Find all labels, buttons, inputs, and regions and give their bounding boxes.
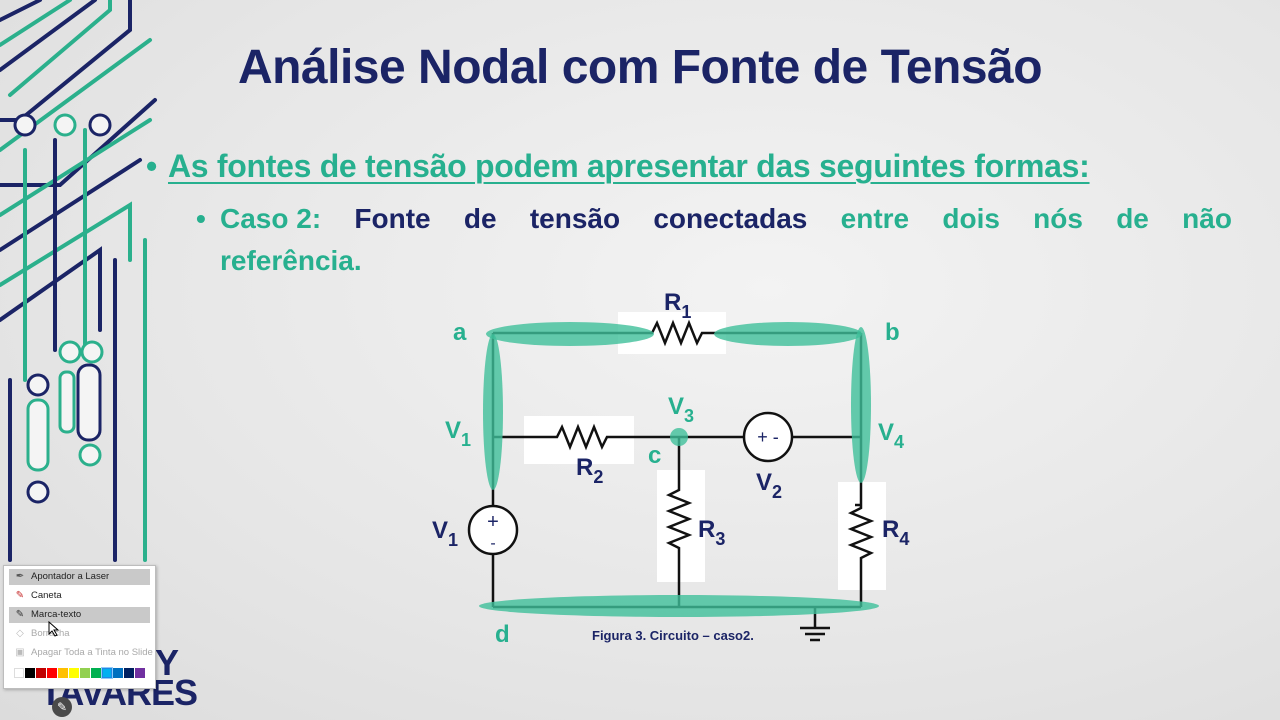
node-a-label: a [453,319,467,346]
word: entre [840,203,910,234]
r3-background [657,470,705,582]
color-swatches [14,667,145,679]
r3-label: R3 [698,516,725,549]
color-swatch[interactable] [36,668,46,678]
laser-pointer-icon: ✒ [15,571,25,582]
bullet-level2-line2: referência. [220,245,362,276]
color-swatch[interactable] [91,668,101,678]
word: de [463,203,497,234]
menu-item-eraser[interactable]: ◇ Borracha [9,626,150,642]
bullet-level2: • Caso 2: Fonte de tensão conectadas ent… [196,198,1236,282]
highlight-left [483,334,503,490]
color-swatch[interactable] [80,668,90,678]
word: conectadas [653,203,808,234]
color-swatch[interactable] [135,668,145,678]
color-swatch[interactable] [47,668,57,678]
v1-node-label: V1 [445,417,471,450]
pen-icon: ✎ [15,590,25,601]
ground-symbol [800,607,830,642]
color-swatch[interactable] [14,668,24,678]
v1-source-label: V1 [432,517,458,550]
v4-node-label: V4 [878,419,904,452]
node-c-label: c [648,442,661,469]
ink-tools-menu: ✒ Apontador a Laser ✎ Caneta ✎ Marca-tex… [3,565,156,689]
pen-tool-button-icon[interactable]: ✎ [52,697,72,717]
menu-item-pen[interactable]: ✎ Caneta [9,588,150,604]
mouse-cursor-icon [48,621,60,637]
bullet-level1-text: As fontes de tensão podem apresentar das… [168,148,1090,184]
word: dois [942,203,1000,234]
r4-label: R4 [882,516,909,549]
eraser-icon: ◇ [16,628,24,639]
r1-resistor [493,319,861,347]
r3-resistor [665,437,693,607]
figure-caption: Figura 3. Circuito – caso2. [592,628,754,643]
bullet-level1: • As fontes de tensão podem apresentar da… [146,148,1090,185]
highlighter-icon: ✎ [15,609,25,620]
menu-item-highlighter[interactable]: ✎ Marca-texto [9,607,150,623]
bullet-dot: • [146,148,157,184]
v2-source-label: V2 [756,469,782,502]
circuit-trace-decoration [0,0,157,562]
caso-label: Caso 2: [220,203,322,234]
highlight-bottom [479,595,879,617]
r1-label: R1 [664,289,691,322]
erase-all-icon: ▣ [15,647,25,658]
node-d-label: d [495,621,510,648]
menu-item-label: Caneta [31,590,62,601]
highlight-a-r1 [486,322,654,346]
r2-resistor [493,423,745,451]
menu-item-label: Apontador a Laser [31,571,110,582]
v3-node-label: V3 [668,393,694,426]
logo-line1: Y [155,642,179,683]
color-swatch[interactable] [101,667,113,679]
word: não [1182,203,1232,234]
slide-title: Análise Nodal com Fonte de Tensão [237,41,1043,94]
menu-item-label: Borracha [31,628,70,639]
voltage-source-v1 [467,504,519,556]
node-c-dot [670,428,688,446]
bullet-dot: • [196,203,206,234]
menu-item-laser-pointer[interactable]: ✒ Apontador a Laser [9,569,150,585]
color-swatch[interactable] [58,668,68,678]
color-swatch[interactable] [113,668,123,678]
menu-item-label: Apagar Toda a Tinta no Slide [31,647,153,658]
word: de [1116,203,1149,234]
color-swatch[interactable] [25,668,35,678]
voltage-source-v2 [742,411,794,463]
color-swatch[interactable] [124,668,134,678]
color-swatch[interactable] [69,668,79,678]
v2-signs: + - [757,427,779,447]
highlight-right [851,327,871,483]
word: tensão [529,203,621,234]
node-b-label: b [885,319,900,346]
r2-label: R2 [576,454,603,487]
highlight-r1-b [714,322,862,346]
bullet-level2-line1: Caso 2: Fonte de tensão conectadas entre… [196,198,1232,240]
v1-minus-sign: - [490,535,495,552]
word: nós [1033,203,1083,234]
menu-item-erase-all[interactable]: ▣ Apagar Toda a Tinta no Slide [9,645,153,661]
menu-item-label: Marca-texto [31,609,82,620]
word: Fonte [354,203,431,234]
v1-plus-sign: + [487,511,499,533]
r2-background [524,416,634,464]
